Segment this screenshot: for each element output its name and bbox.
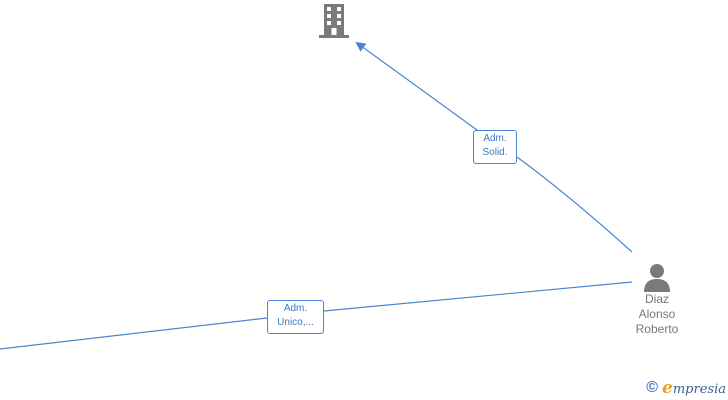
edge-person-offscreen xyxy=(323,281,633,312)
edge-person-offscreen-tail xyxy=(0,317,268,350)
person-name-line: Diaz xyxy=(644,292,669,306)
edge-label-line: Adm. xyxy=(283,303,308,314)
building-icon xyxy=(319,4,349,38)
copyright-icon: © xyxy=(646,379,659,396)
edge-label-adm-solid[interactable]: Adm. Solid. xyxy=(473,130,517,164)
person-icon xyxy=(644,264,670,292)
person-name-line: Roberto xyxy=(635,322,679,336)
person-node[interactable]: Diaz Alonso Roberto xyxy=(618,262,696,337)
person-name-line: Alonso xyxy=(638,307,676,321)
edge-person-company xyxy=(516,156,633,253)
edge-label-line: Unico,... xyxy=(277,317,314,328)
brand-logo-text: mpresia xyxy=(672,382,726,397)
edge-label-line: Adm. xyxy=(483,133,507,144)
brand-logo: e mpresia xyxy=(662,378,726,398)
company-node[interactable] xyxy=(318,4,350,38)
edge-label-line: Solid. xyxy=(482,147,508,158)
edge-person-company-head-segment xyxy=(355,41,478,131)
edge-label-adm-unico[interactable]: Adm. Unico,... xyxy=(267,300,324,334)
watermark: © e mpresia xyxy=(646,378,726,398)
brand-logo-initial: e xyxy=(662,378,673,398)
